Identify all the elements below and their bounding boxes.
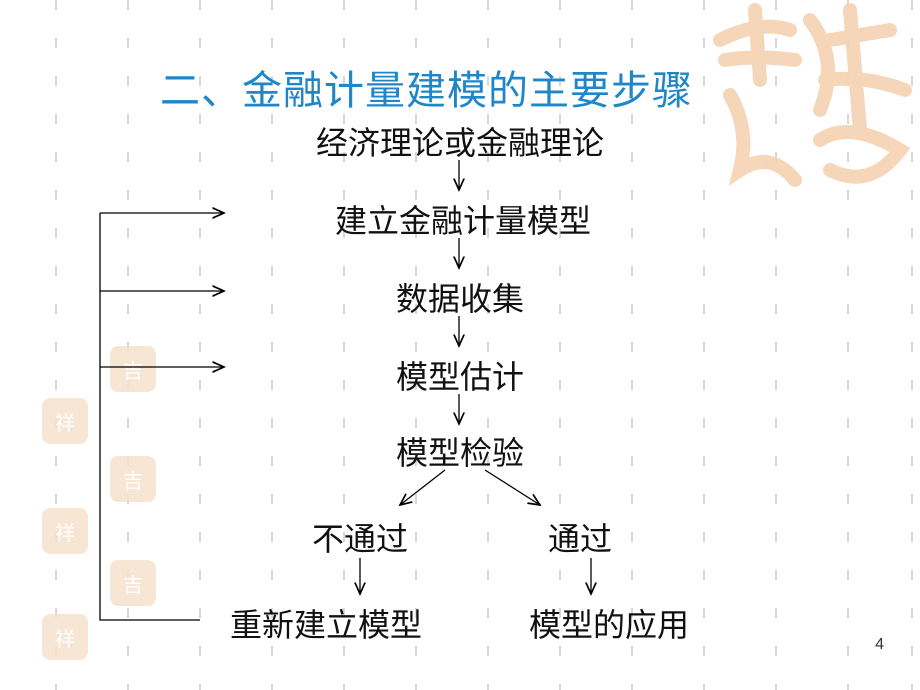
- decorative-seal: 吉: [110, 560, 156, 606]
- decorative-seal-large: [713, 3, 912, 187]
- flow-node-build-model: 建立金融计量模型: [334, 202, 591, 240]
- decorative-seal: 吉: [110, 456, 156, 502]
- flow-node-testing: 模型检验: [395, 434, 524, 472]
- feedback-loop-line: [99, 213, 200, 621]
- flow-node-data-collection: 数据收集: [395, 280, 524, 318]
- page-number: 4: [875, 636, 884, 653]
- decorative-seal: 祥: [42, 508, 88, 554]
- arrow-to-pass: [484, 469, 540, 505]
- arrow-to-fail: [400, 469, 446, 505]
- decorative-seal: 祥: [42, 614, 88, 660]
- flow-node-apply: 模型的应用: [528, 606, 689, 644]
- flow-node-rebuild: 重新建立模型: [229, 606, 422, 644]
- decorative-seal: 吉: [110, 346, 156, 392]
- decorative-seal: 祥: [42, 398, 88, 444]
- flow-node-theory: 经济理论或金融理论: [315, 124, 604, 162]
- slide-title: 二、金融计量建模的主要步骤: [160, 68, 693, 114]
- flow-node-estimation: 模型估计: [395, 358, 524, 396]
- flow-node-fail: 不通过: [311, 520, 408, 558]
- flow-node-pass: 通过: [547, 520, 612, 558]
